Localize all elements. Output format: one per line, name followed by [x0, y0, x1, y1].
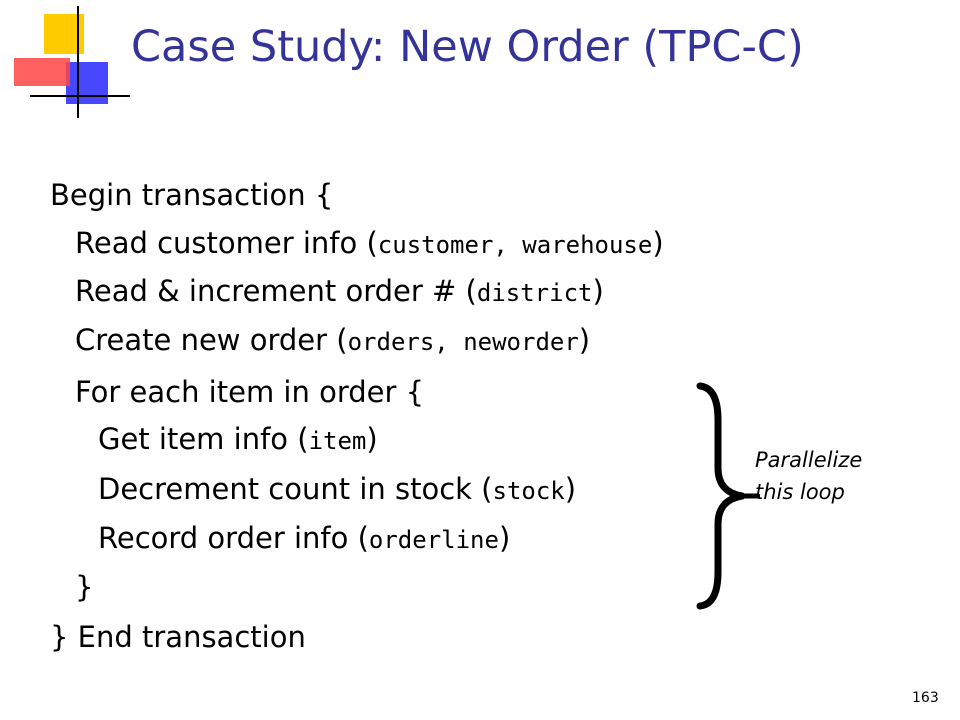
code-text: Get item info ( — [98, 422, 309, 456]
slide-title: Case Study: New Order (TPC-C) — [131, 22, 804, 72]
code-line-read-increment: Read & increment order # (district) — [75, 274, 604, 310]
code-text-tail: ) — [578, 323, 591, 357]
logo-blue-square — [66, 62, 108, 104]
code-text-tail: ) — [592, 274, 604, 308]
code-line-begin: Begin transaction { — [50, 178, 333, 212]
code-table-names: customer, warehouse — [377, 231, 653, 259]
slide-logo-icon — [14, 6, 130, 118]
code-text: For each item in order { — [75, 375, 425, 409]
parallelize-annotation: Parallelize this loop — [755, 444, 862, 508]
code-table-names: orders, neworder — [347, 328, 579, 356]
code-text-tail: ) — [652, 226, 664, 260]
code-line-record-order: Record order info (orderline) — [98, 521, 510, 557]
code-text: Record order info ( — [98, 521, 369, 555]
code-text: Create new order ( — [75, 323, 348, 357]
code-text: Decrement count in stock ( — [98, 472, 493, 506]
logo-red-block — [14, 58, 70, 86]
code-table-names: item — [308, 427, 367, 455]
page-number: 163 — [912, 690, 939, 706]
code-text: } — [75, 570, 94, 604]
annotation-line-1: Parallelize — [755, 448, 863, 472]
code-text-tail: ) — [366, 422, 378, 456]
code-text: Read & increment order # ( — [75, 274, 477, 308]
code-table-names: orderline — [368, 526, 499, 554]
code-line-read-customer: Read customer info (customer, warehouse) — [75, 226, 664, 262]
code-line-get-item: Get item info (item) — [98, 422, 378, 458]
code-line-decrement-stock: Decrement count in stock (stock) — [98, 472, 576, 508]
code-table-names: stock — [492, 477, 565, 505]
code-text: Begin transaction { — [50, 178, 334, 212]
code-text-tail: ) — [498, 521, 511, 555]
code-text: } End transaction — [50, 620, 306, 654]
code-text-tail: ) — [564, 472, 577, 506]
code-line-end: } End transaction — [50, 620, 306, 654]
code-line-create-order: Create new order (orders, neworder) — [75, 323, 590, 359]
code-line-loop-close: } — [75, 570, 93, 604]
right-brace-icon — [696, 382, 760, 610]
code-line-for-each: For each item in order { — [75, 375, 424, 409]
code-table-names: district — [476, 279, 593, 307]
code-text: Read customer info ( — [75, 226, 378, 260]
annotation-line-2: this loop — [755, 480, 845, 504]
